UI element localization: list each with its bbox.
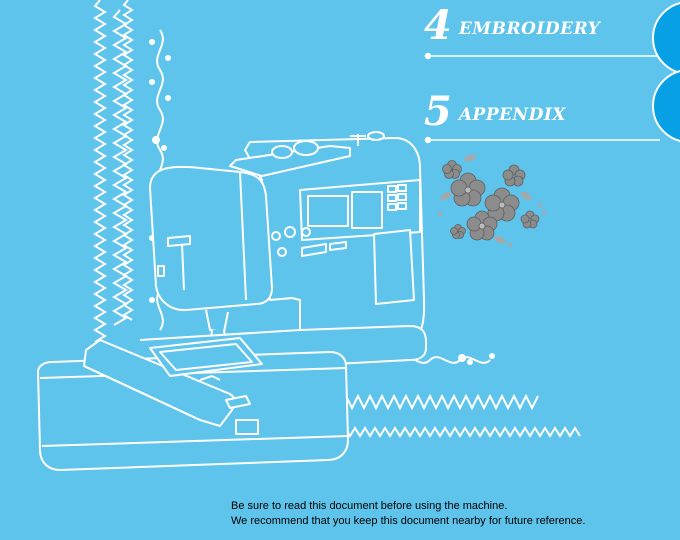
sewing-machine-illustration	[37, 131, 427, 471]
chapter-heading-embroidery[interactable]: 4 EMBROIDERY	[424, 6, 600, 46]
notice-line: Be sure to read this document before usi…	[231, 500, 508, 512]
chapter-number: 5	[424, 88, 452, 135]
stitch-pattern-decoration	[93, 0, 164, 343]
chapter-title: EMBROIDERY	[458, 19, 601, 39]
embroidery-flowers-icon	[438, 154, 546, 247]
chapter-number: 4	[424, 2, 452, 49]
chapter-title: APPENDIX	[458, 105, 566, 125]
notice-line: We recommend that you keep this document…	[231, 515, 586, 527]
reading-notice: Be sure to read this document before usi…	[231, 499, 585, 529]
chapter-heading-appendix[interactable]: 5 APPENDIX	[424, 92, 566, 132]
